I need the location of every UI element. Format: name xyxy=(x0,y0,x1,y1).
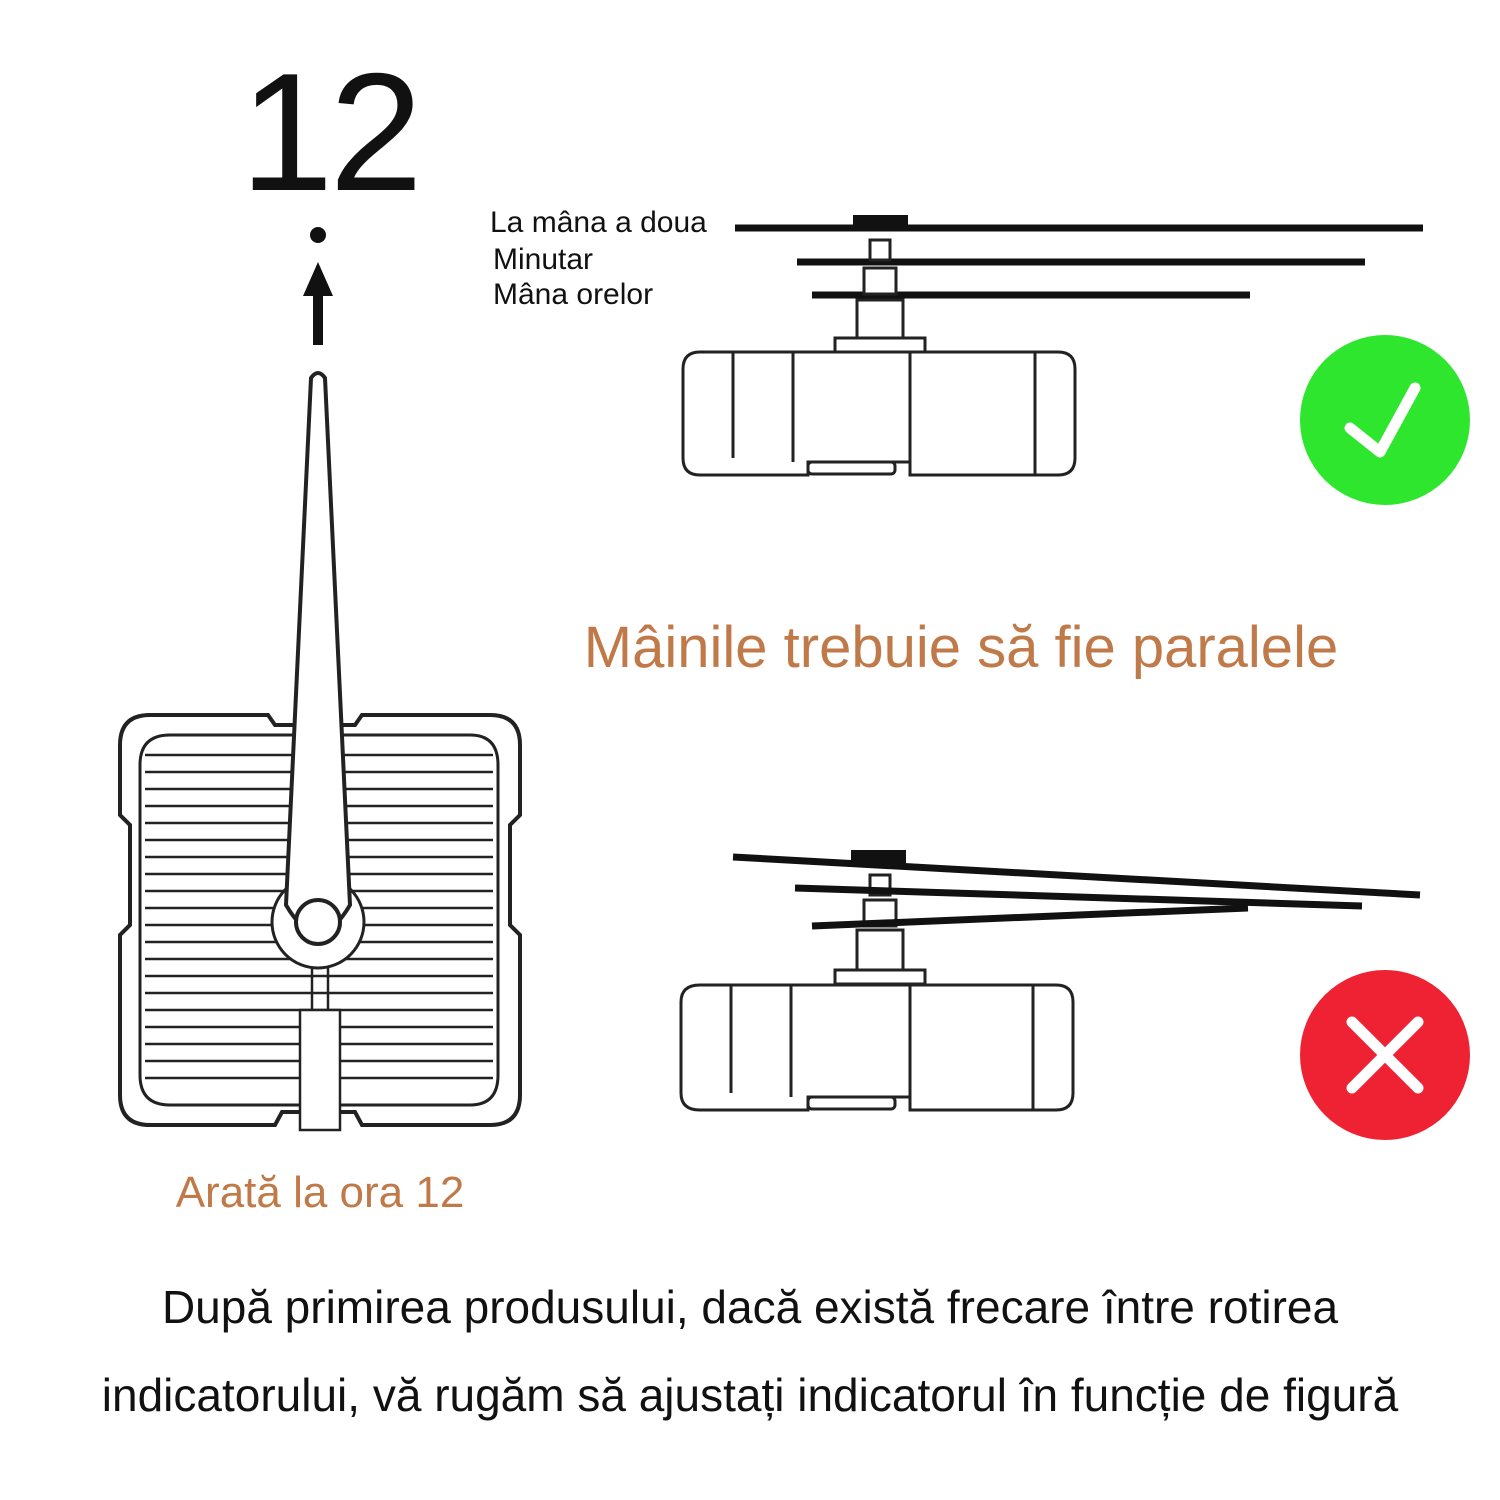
twelve-oclock-number: 12 xyxy=(240,38,423,226)
cross-icon xyxy=(1346,1016,1424,1094)
label-second-hand: La mâna a doua xyxy=(490,206,707,239)
movement-side-view-correct xyxy=(681,215,1423,477)
instruction-line-2: indicatorului, vă rugăm să ajustați indi… xyxy=(101,1369,1399,1421)
label-hour-hand: Mâna orelor xyxy=(493,278,654,311)
twelve-marker-dot xyxy=(310,227,326,243)
movement-side-view-wrong xyxy=(679,850,1421,1112)
wrong-badge xyxy=(1300,970,1470,1140)
headline-hands-parallel: Mâinile trebuie să fie paralele xyxy=(583,615,1339,680)
caption-point-to-12: Arată la ora 12 xyxy=(175,1168,465,1217)
instruction-line-1: După primirea produsului, dacă există fr… xyxy=(161,1281,1339,1333)
correct-badge xyxy=(1300,335,1470,505)
checkmark-icon xyxy=(1344,382,1421,458)
arrow-up-icon xyxy=(303,262,333,345)
label-minute-hand: Minutar xyxy=(493,243,594,276)
movement-front-view xyxy=(118,371,522,1132)
